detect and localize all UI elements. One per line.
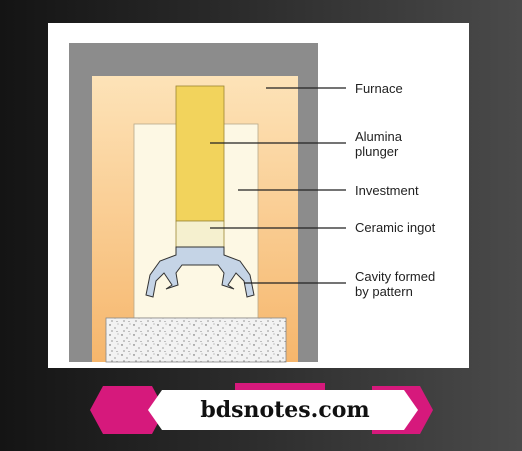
furnace-diagram: [69, 43, 346, 363]
label-alumina-plunger-line2: plunger: [355, 144, 399, 159]
label-furnace: Furnace: [355, 81, 403, 96]
ceramic-ingot: [175, 220, 225, 248]
label-ceramic-ingot: Ceramic ingot: [355, 220, 436, 235]
diagram-panel: Furnace Alumina plunger Investment Ceram…: [48, 23, 469, 368]
banner-left-arrow: [90, 386, 165, 434]
speckled-base: [105, 317, 287, 363]
alumina-plunger: [175, 85, 225, 222]
label-alumina-plunger-line1: Alumina: [355, 129, 402, 144]
label-cavity-line2: by pattern: [355, 284, 413, 299]
label-cavity-line1: Cavity formed: [355, 269, 436, 284]
pattern-cavity: [145, 246, 255, 298]
label-cavity: Cavity formed by pattern: [355, 269, 435, 299]
site-name: bdsnotes.com: [200, 397, 370, 423]
label-investment: Investment: [355, 183, 419, 198]
banner-top-bar: [235, 383, 325, 391]
label-alumina-plunger: Alumina plunger: [355, 129, 402, 159]
